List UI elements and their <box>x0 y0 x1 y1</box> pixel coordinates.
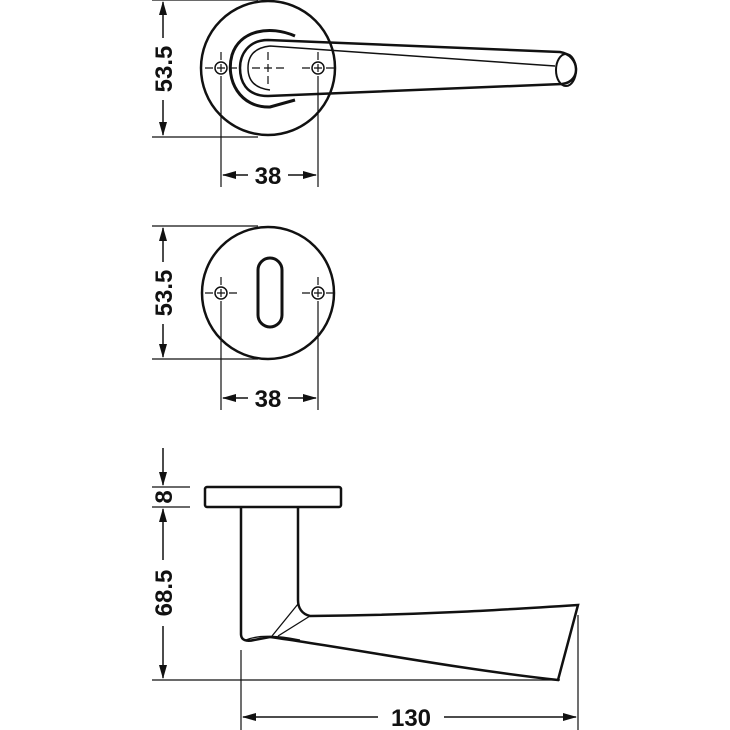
escutcheon-view: 53.5 38 <box>150 225 336 413</box>
top-view-lever-on-rose: 53.5 38 <box>150 0 578 190</box>
rose-outline <box>199 0 337 137</box>
height-dim-label: 53.5 <box>151 270 178 317</box>
length-dim-label: 130 <box>391 705 431 730</box>
rose-plate <box>203 485 343 509</box>
screw-hole-right <box>302 52 334 84</box>
screw-hole-left <box>205 277 237 309</box>
spacing-dim-label: 38 <box>255 386 282 413</box>
projection-dim-label: 68.5 <box>151 570 178 617</box>
lever-edge <box>247 45 556 91</box>
spacing-dim-label: 38 <box>255 163 282 190</box>
extension-lines <box>152 0 319 187</box>
lever-shading-lines <box>245 603 311 641</box>
thickness-dim-label: 8 <box>151 490 178 503</box>
center-mark <box>252 52 284 84</box>
screw-hole-right <box>302 277 334 309</box>
keyhole-slot <box>256 256 284 329</box>
lever-tip <box>555 53 577 87</box>
rose-collar <box>228 29 296 109</box>
extension-lines <box>152 486 579 730</box>
lever-outline <box>238 38 578 98</box>
height-dim-label: 53.5 <box>151 46 178 93</box>
extension-lines <box>152 225 319 410</box>
screw-hole-left <box>205 52 237 84</box>
lever-side-profile <box>239 507 580 682</box>
side-view: 8 68.5 130 <box>150 448 580 730</box>
